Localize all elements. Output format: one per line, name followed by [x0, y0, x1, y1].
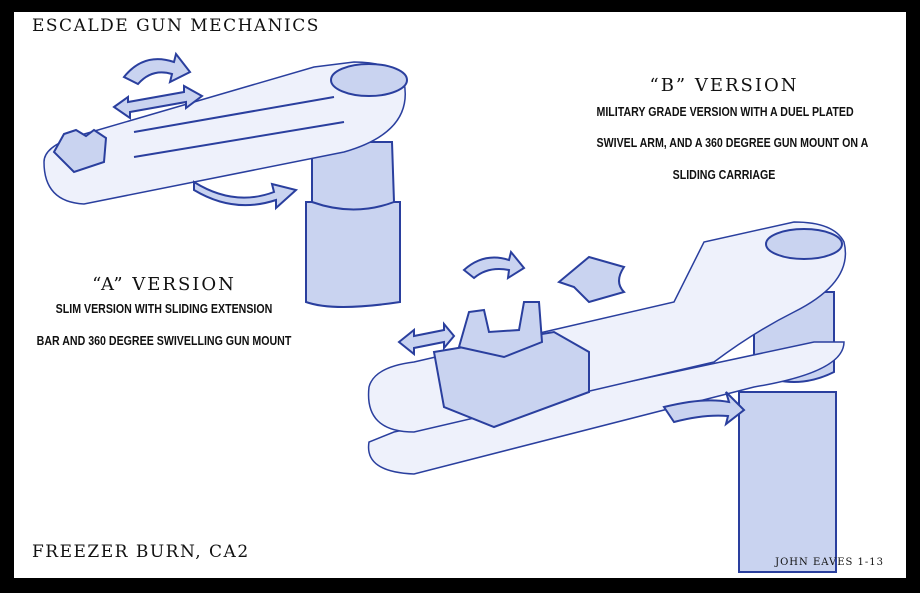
location-label: FREEZER BURN, CA2 [32, 542, 250, 562]
version-a-arrow-rotate [122, 51, 192, 86]
version-b-arrow-up [556, 255, 626, 304]
sheet-title: ESCALDE GUN MECHANICS [32, 16, 320, 36]
version-a-arrow-slide [112, 84, 204, 120]
concept-sheet: ESCALDE GUN MECHANICS FREEZER BURN, CA2 … [14, 12, 906, 578]
version-b-arrow-swing [662, 391, 746, 427]
version-b-pivot [765, 228, 843, 260]
version-b-arrow-slide [397, 321, 456, 357]
version-b-line: SWIVEL ARM, AND A 360 DEGREE GUN MOUNT O… [596, 136, 869, 150]
version-b-pillar [738, 391, 837, 573]
version-b-lower-arm [367, 341, 845, 475]
version-a-pivot [330, 63, 408, 97]
artist-credit: JOHN EAVES 1-13 [775, 557, 884, 568]
version-a-pillar-collar [311, 141, 396, 211]
version-a-heading: “A” VERSION [92, 274, 236, 295]
version-b-gun-mount [457, 301, 544, 359]
version-a-extension-bar [133, 96, 345, 158]
version-a-gun-mount [52, 128, 108, 174]
version-a-line: SLIM VERSION WITH SLIDING EXTENSION [55, 302, 273, 316]
version-b-line: MILITARY GRADE VERSION WITH A DUEL PLATE… [596, 105, 854, 119]
version-b-arrow-rotate [462, 249, 526, 280]
version-b-sketch [367, 221, 847, 573]
version-b-line: SLIDING CARRIAGE [672, 168, 776, 182]
sketch-layer [43, 51, 847, 573]
version-a-line: BAR AND 360 DEGREE SWIVELLING GUN MOUNT [36, 334, 292, 348]
version-b-carriage [432, 330, 590, 429]
version-b-heading: “B” VERSION [649, 75, 799, 96]
version-a-arrow-swing [193, 180, 299, 211]
version-a-pillar [305, 201, 401, 308]
version-a-sketch [43, 51, 408, 308]
